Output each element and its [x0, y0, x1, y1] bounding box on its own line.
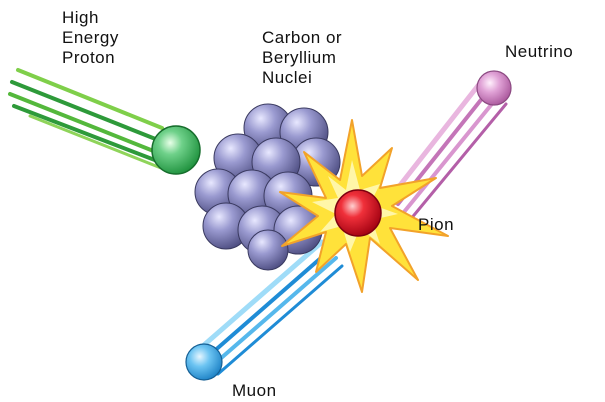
proton-label-line-3: Proton [62, 48, 119, 68]
pion-label: Pion [418, 215, 454, 235]
neutrino-particle [477, 71, 511, 105]
nuclei-label: Carbon or Beryllium Nuclei [262, 28, 342, 88]
neutrino-label: Neutrino [505, 42, 573, 62]
proton-label-line-2: Energy [62, 28, 119, 48]
muon-label: Muon [232, 381, 277, 401]
nuclei-label-line-3: Nuclei [262, 68, 342, 88]
nuclei-label-line-1: Carbon or [262, 28, 342, 48]
proton-particle [152, 126, 200, 174]
proton-label-line-1: High [62, 8, 119, 28]
proton-label: High Energy Proton [62, 8, 119, 68]
proton-trail [10, 70, 166, 170]
muon-particle [186, 344, 222, 380]
nuclei-label-line-2: Beryllium [262, 48, 342, 68]
pion-particle [335, 190, 381, 236]
